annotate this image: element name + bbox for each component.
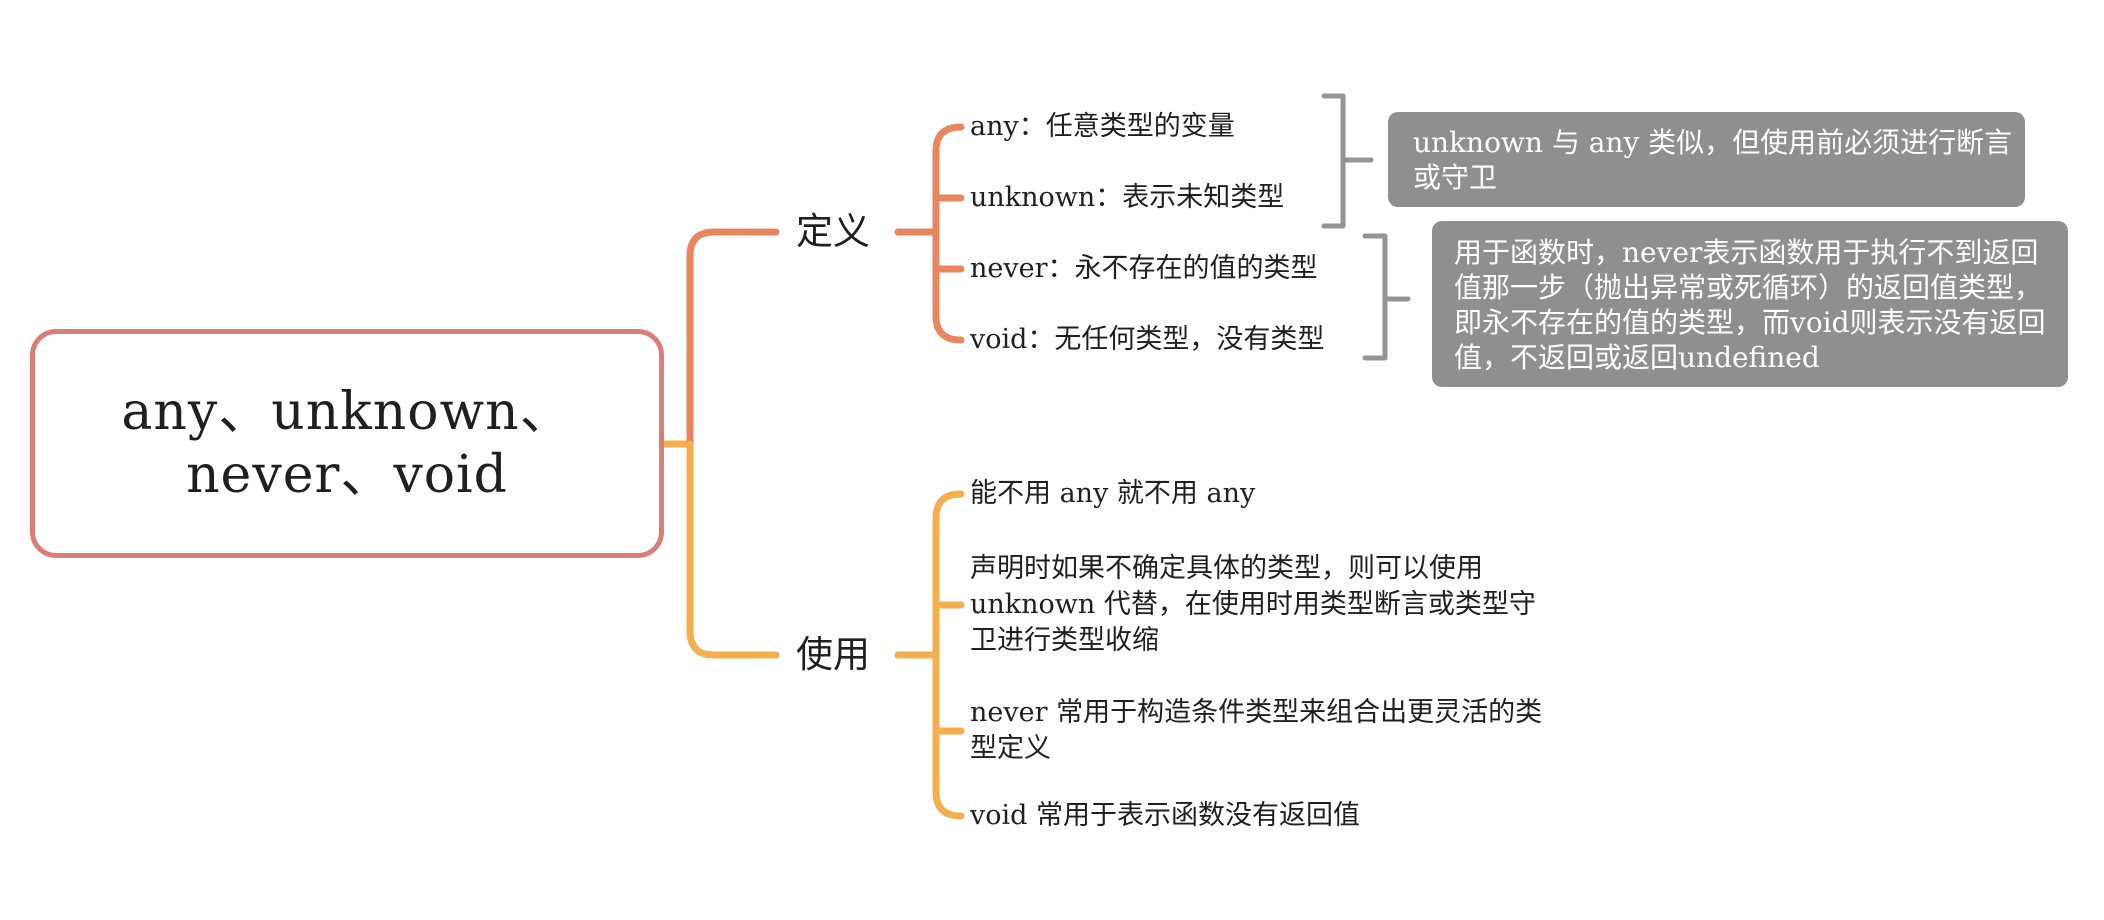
define-children-stubs	[932, 194, 965, 273]
text-line: unknown 与 any 类似，但使用前必须进行断言	[1413, 126, 2013, 159]
text-line: 或守卫	[1413, 161, 1498, 194]
use-child-never[interactable]: never 常用于构造条件类型来组合出更灵活的类型定义	[970, 695, 1542, 767]
text-line: 能不用 any 就不用 any	[970, 478, 1256, 509]
root-topic[interactable]: any、unknown、never、void	[30, 329, 664, 558]
text-line: 即永不存在的值的类型，而void则表示没有返回	[1454, 306, 2046, 339]
text-line: any、unknown、	[121, 381, 573, 442]
text-line: never：永不存在的值的类型	[970, 253, 1318, 284]
text-line: never 常用于构造条件类型来组合出更灵活的类	[970, 697, 1543, 728]
define-child-any[interactable]: any：任意类型的变量	[970, 109, 1235, 145]
branch-line-define	[686, 228, 780, 448]
use-child-void[interactable]: void 常用于表示函数没有返回值	[970, 798, 1360, 834]
text-line: void：无任何类型，没有类型	[970, 324, 1325, 355]
text-line: 用于函数时，never表示函数用于执行不到返回	[1454, 236, 2039, 269]
text-line: unknown 代替，在使用时用类型断言或类型守	[970, 589, 1536, 620]
note-bracket-1	[1321, 93, 1374, 229]
text-line: 型定义	[970, 733, 1051, 764]
text-line: 值，不返回或返回undefined	[1454, 341, 1820, 374]
note-bracket-2	[1362, 233, 1411, 361]
text-line: void 常用于表示函数没有返回值	[970, 800, 1361, 831]
text-line: 卫进行类型收缩	[970, 625, 1159, 656]
text-line: unknown：表示未知类型	[970, 182, 1285, 213]
use-child-unknown[interactable]: 声明时如果不确定具体的类型，则可以使用 unknown 代替，在使用时用类型断言或…	[970, 551, 1536, 659]
use-children-trunk	[932, 490, 965, 820]
text-line: any：任意类型的变量	[970, 111, 1235, 142]
text-line: never、void	[186, 444, 508, 505]
branch-line-use	[686, 440, 780, 659]
define-child-void[interactable]: void：无任何类型，没有类型	[970, 322, 1324, 358]
use-child-any[interactable]: 能不用 any 就不用 any	[970, 476, 1255, 512]
define-child-never[interactable]: never：永不存在的值的类型	[970, 251, 1318, 287]
branch-topic-use[interactable]: 使用	[796, 633, 870, 676]
define-child-unknown[interactable]: unknown：表示未知类型	[970, 180, 1284, 216]
note-unknown-vs-any[interactable]: unknown 与 any 类似，但使用前必须进行断言或守卫	[1388, 112, 2025, 207]
use-children-stubs	[932, 601, 965, 735]
define-children-trunk	[932, 123, 965, 344]
text-line: 值那一步（抛出异常或死循环）的返回值类型，	[1454, 271, 2043, 304]
text-line: 声明时如果不确定具体的类型，则可以使用	[970, 553, 1483, 584]
branch-topic-define[interactable]: 定义	[796, 210, 870, 253]
note-never-vs-void[interactable]: 用于函数时，never表示函数用于执行不到返回值那一步（抛出异常或死循环）的返回…	[1432, 221, 2068, 387]
